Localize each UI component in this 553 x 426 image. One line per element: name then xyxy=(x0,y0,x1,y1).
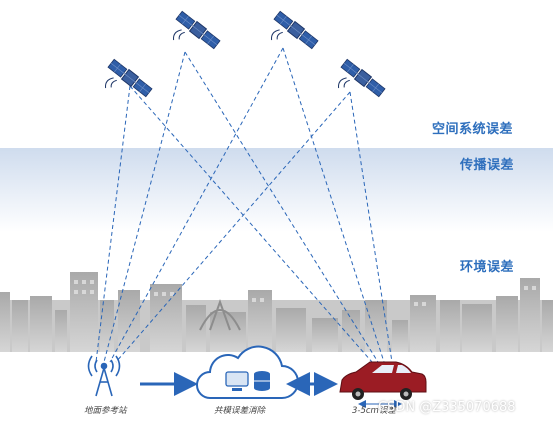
vehicle-error-label: 3-5cm误差 xyxy=(352,406,396,416)
signal-lines xyxy=(95,47,393,363)
satellite-icon xyxy=(96,57,154,112)
propagation-band xyxy=(0,148,553,232)
propagation-error-label: 传播误差 xyxy=(460,158,515,173)
environment-error-label: 环境误差 xyxy=(460,260,515,275)
satellite-icon xyxy=(329,57,387,112)
cloud-label: 共模误差消除 xyxy=(214,406,266,416)
watermark: CSDN @Z335070688 xyxy=(378,400,516,415)
satellite-icon xyxy=(164,9,222,64)
satellite-icon xyxy=(262,9,320,64)
space-error-label: 空间系统误差 xyxy=(432,122,514,137)
antenna-tower-icon xyxy=(87,355,121,397)
building-windows xyxy=(74,280,536,306)
cloud-server-icon xyxy=(196,345,299,399)
ground-station-label: 地面参考站 xyxy=(84,406,127,416)
car-icon xyxy=(339,361,427,408)
city-skyline xyxy=(0,272,553,352)
